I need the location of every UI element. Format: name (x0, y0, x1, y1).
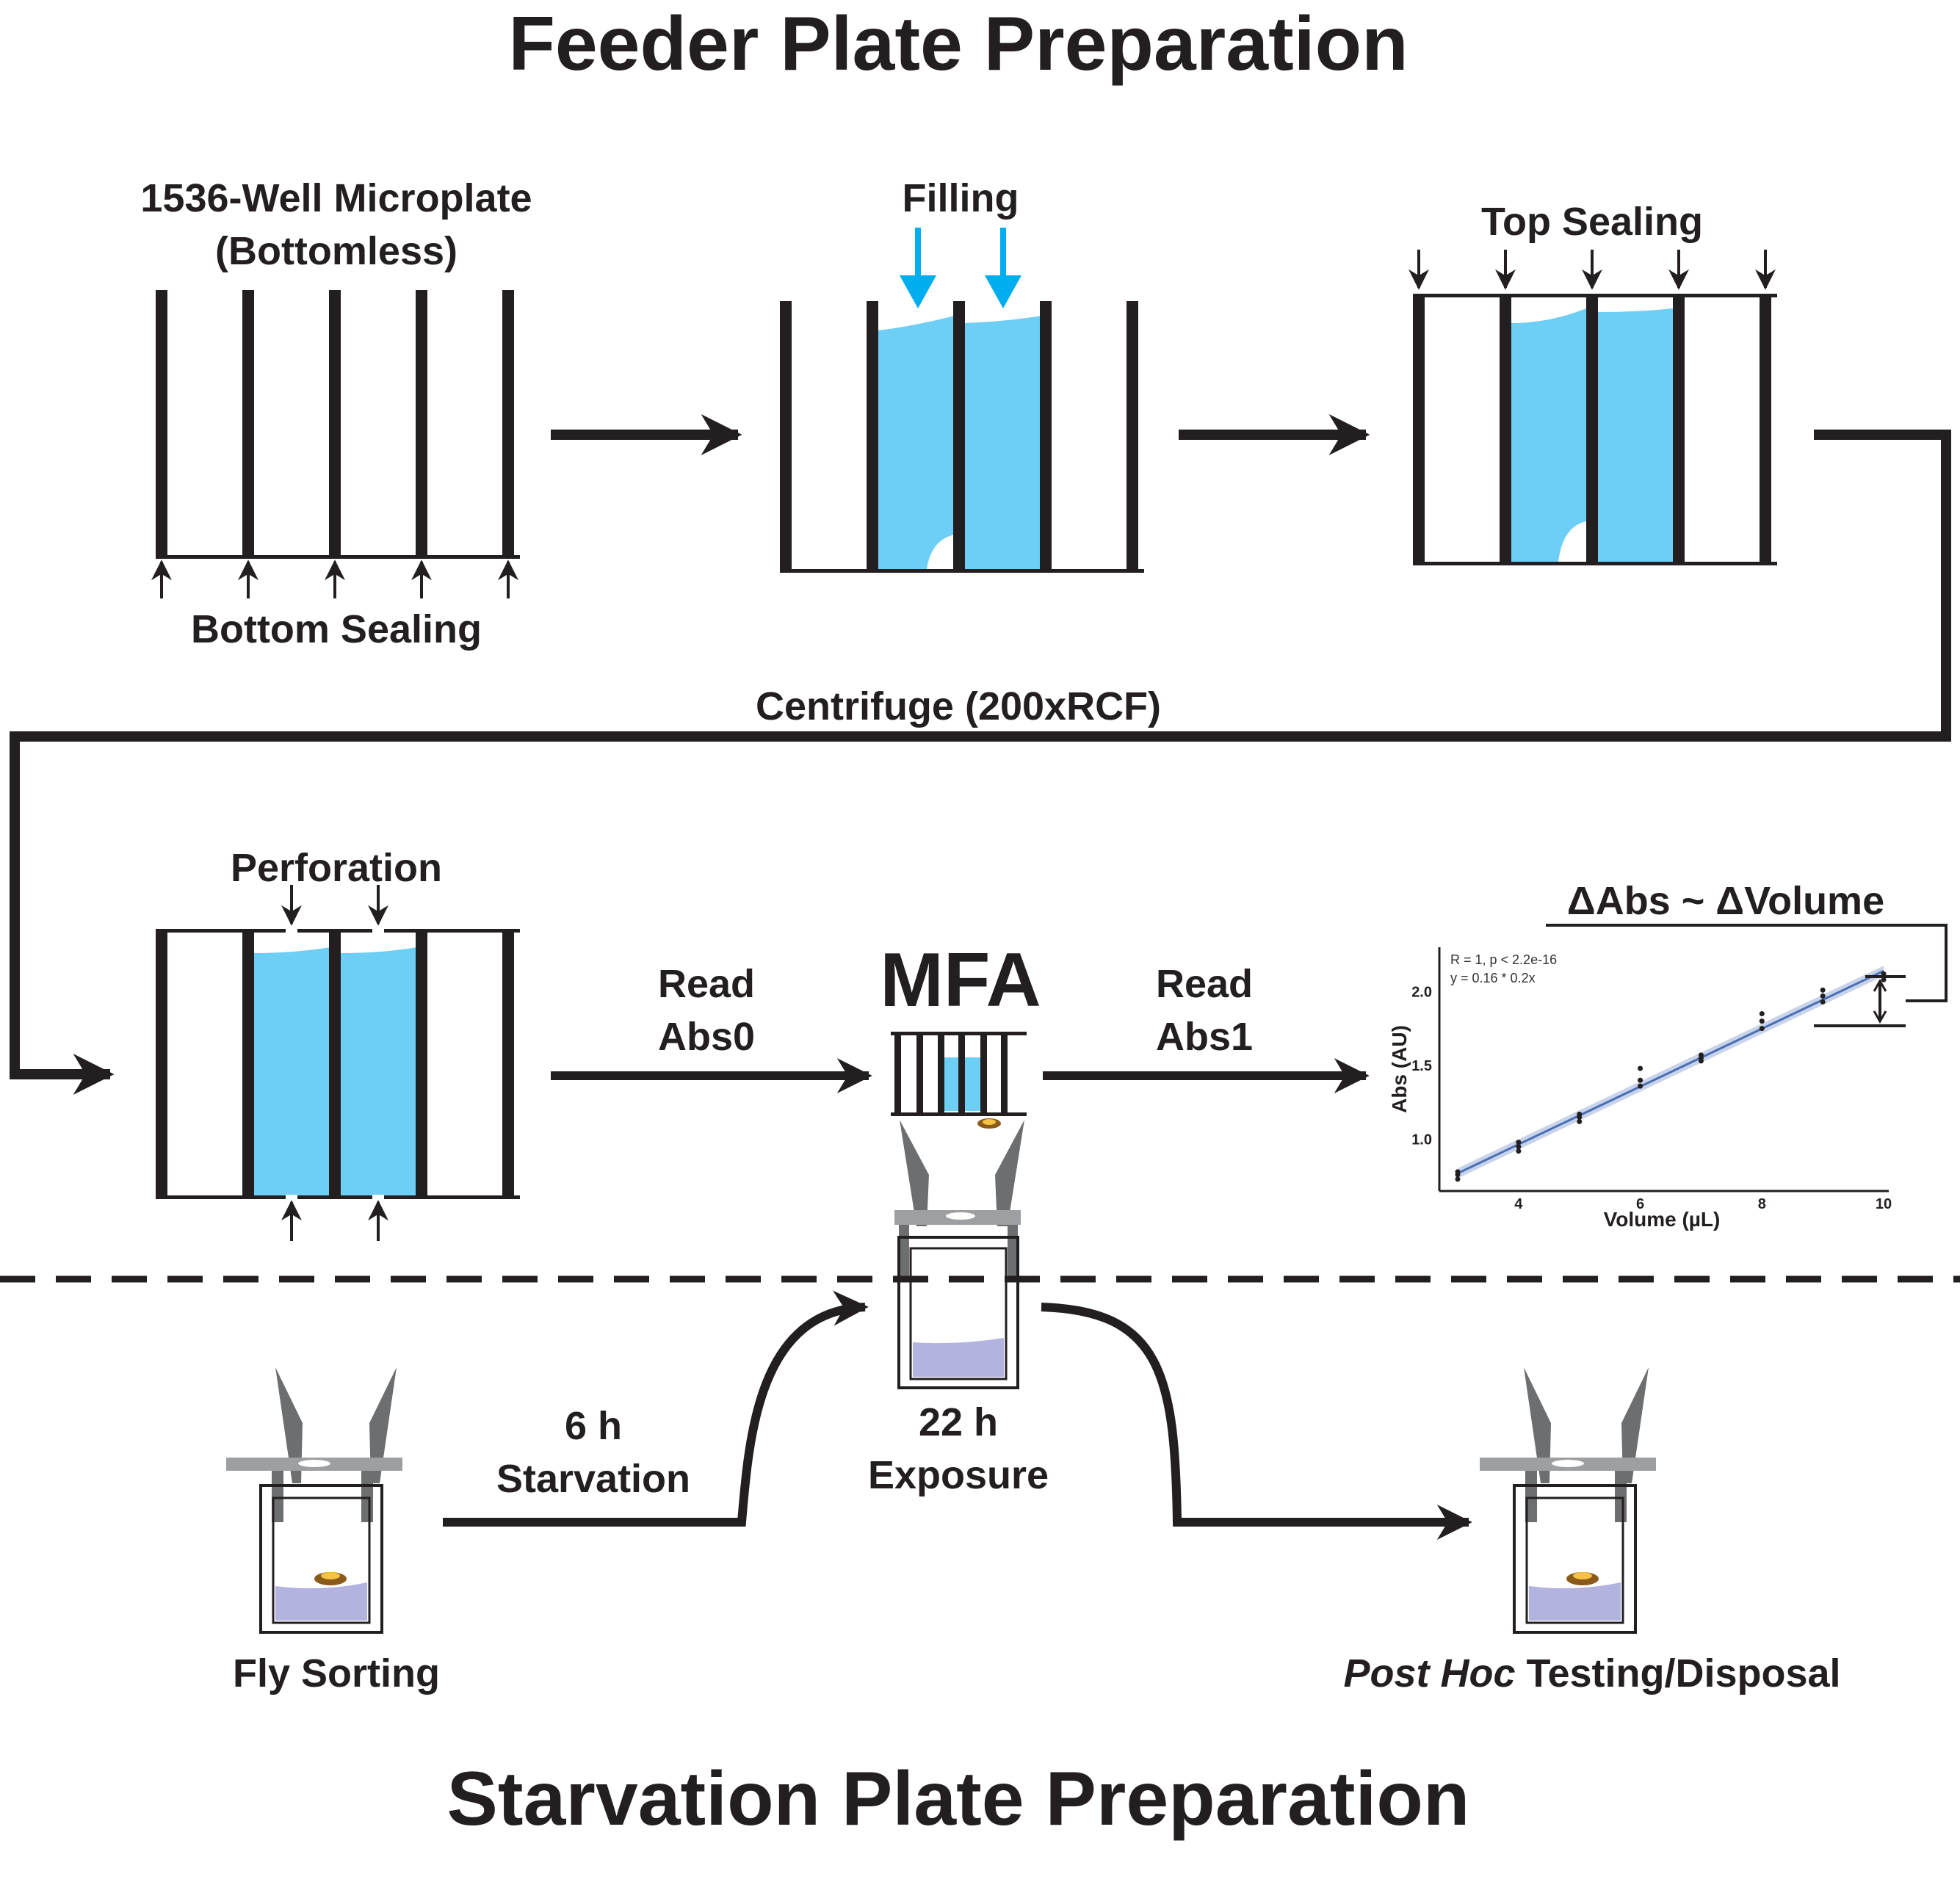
filling-label: Filling (903, 176, 1019, 220)
read-abs0-line1: Read (658, 962, 755, 1006)
flow-arrow-post-hoc (1041, 1303, 1472, 1540)
chart-y-label: Abs (AU) (1388, 1025, 1411, 1113)
title-starvation: Starvation Plate Preparation (447, 1756, 1470, 1842)
centrifuge-label: Centrifuge (200xRCF) (756, 684, 1161, 728)
plate-perforated (156, 928, 520, 1200)
chart-point (1759, 1011, 1765, 1017)
microplate-label-line2: (Bottomless) (215, 229, 458, 273)
delta-label: ΔAbs ~ ΔVolume (1567, 879, 1884, 923)
top-sealing-label: Top Sealing (1481, 200, 1703, 244)
plate-filled (780, 301, 1144, 573)
chart-point (1577, 1111, 1583, 1117)
chart-points (1455, 971, 1887, 1182)
starvation-plate-sorting (226, 1367, 402, 1634)
mfa-assembly (891, 1032, 1027, 1389)
chart-annotation-1: R = 1, p < 2.2e-16 (1450, 952, 1557, 967)
chart-point (1820, 999, 1826, 1005)
chart-point (1638, 1077, 1643, 1083)
chart-point (1455, 1176, 1461, 1182)
centrifuge-connector-arrow (10, 430, 1951, 1095)
bottom-sealing-label: Bottom Sealing (191, 607, 482, 651)
chart-y-tick: 1.0 (1411, 1132, 1432, 1148)
exposure-line1: 22 h (919, 1400, 998, 1444)
chart-point (1820, 993, 1826, 999)
chart-point (1516, 1148, 1522, 1154)
delta-bracket (1546, 924, 1948, 1027)
starvation-line1: 6 h (565, 1404, 622, 1448)
starvation-line2: Starvation (496, 1457, 690, 1501)
microplate-bottomless (156, 290, 520, 559)
chart-x-tick: 4 (1514, 1196, 1523, 1212)
title-feeder: Feeder Plate Preparation (508, 1, 1408, 87)
chart-fit-line (1457, 969, 1884, 1175)
chart-annotation-2: y = 0.16 * 0.2x (1450, 971, 1536, 985)
chart-point (1516, 1144, 1522, 1150)
plate-top-sealed (1413, 294, 1777, 565)
perforation-label: Perforation (231, 846, 442, 890)
read-abs0-line2: Abs0 (658, 1015, 755, 1059)
chart-point (1577, 1118, 1583, 1124)
chart-point (1759, 1018, 1765, 1024)
read-abs1-line2: Abs1 (1156, 1015, 1253, 1059)
flow-arrow-starvation (443, 1290, 869, 1527)
chart-point (1881, 977, 1887, 982)
microplate-label-line1: 1536-Well Microplate (140, 176, 532, 220)
chart-point (1881, 971, 1887, 977)
chart-point (1455, 1169, 1461, 1175)
chart-point (1820, 987, 1826, 993)
chart-point (1638, 1065, 1643, 1071)
chart-ticks: 4 6 8 10 1.0 1.5 2.0 (1411, 984, 1892, 1212)
fly-sorting-label: Fly Sorting (233, 1651, 440, 1695)
bottom-sealing-arrows (151, 560, 518, 598)
read-abs1-line1: Read (1156, 962, 1253, 1006)
chart-point (1516, 1140, 1522, 1145)
chart-x-tick: 6 (1636, 1196, 1644, 1212)
chart-point (1759, 1026, 1765, 1032)
chart-x-tick: 8 (1758, 1196, 1766, 1212)
post-hoc-label: Post Hoc Testing/Disposal (1343, 1651, 1840, 1695)
starvation-plate-post-hoc (1480, 1367, 1656, 1634)
top-sealing-arrows (1408, 250, 1776, 290)
chart-x-label: Volume (µL) (1604, 1208, 1721, 1231)
perforation-arrows (281, 885, 388, 1241)
chart-point (1698, 1052, 1704, 1058)
post-hoc-italic: Post Hoc (1343, 1651, 1515, 1695)
chart-y-tick: 1.5 (1411, 1058, 1432, 1074)
exposure-line2: Exposure (868, 1453, 1049, 1497)
abs-volume-chart: R = 1, p < 2.2e-16 y = 0.16 * 0.2x Volum… (1388, 947, 1892, 1231)
chart-point (1638, 1083, 1643, 1089)
mfa-label: MFA (880, 938, 1041, 1023)
filling-arrows (900, 228, 1021, 308)
chart-x-tick: 10 (1876, 1196, 1892, 1212)
chart-y-tick: 2.0 (1411, 984, 1432, 1000)
chart-fit (1457, 966, 1884, 1179)
post-hoc-rest: Testing/Disposal (1515, 1651, 1840, 1695)
